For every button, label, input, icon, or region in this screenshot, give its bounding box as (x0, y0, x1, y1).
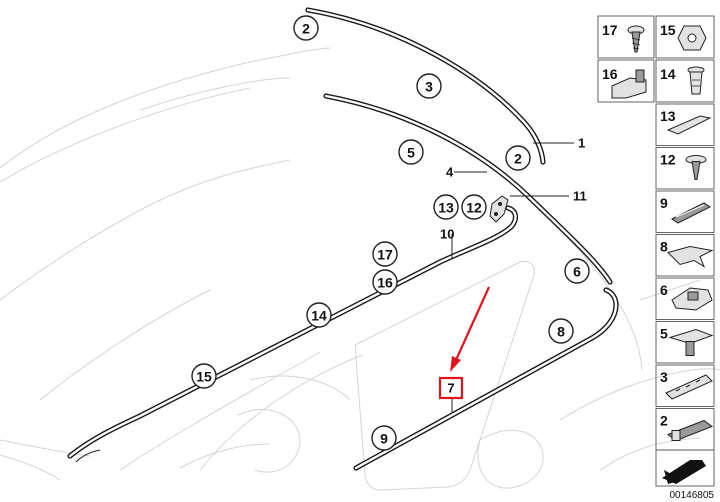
callout-circle (191, 363, 217, 389)
callout-number: 8 (557, 324, 565, 340)
callout-c-2-mid: 2 (505, 145, 531, 171)
part-label-l-4: 4 (446, 165, 454, 180)
leader-lines (451, 142, 574, 412)
callout-c-13: 13 (433, 194, 459, 220)
rail-clip-icon (665, 374, 713, 400)
trim-strip-side-window (67, 205, 519, 463)
plain-label-group: 1 4 11 10 (440, 136, 587, 242)
table-cell-label: 9 (660, 195, 668, 211)
part-label-l-1: 1 (578, 136, 585, 151)
table-cell-label: 6 (660, 282, 668, 298)
callout-c-14: 14 (306, 302, 332, 328)
highlighted-part-label: 7 (447, 381, 454, 396)
table-cell-label: 12 (660, 152, 676, 168)
callout-circle (548, 318, 574, 344)
callout-c-17: 17 (372, 241, 398, 267)
callout-c-6: 6 (564, 258, 590, 284)
trim-strip-upper-roof (305, 7, 546, 165)
callout-circle (372, 241, 398, 267)
table-cell-label: 15 (660, 22, 676, 38)
callout-circle (416, 73, 442, 99)
callout-circle (433, 194, 459, 220)
retainer-icon (671, 287, 713, 311)
callout-number: 2 (514, 151, 522, 167)
table-cell-label: 16 (602, 66, 618, 82)
callout-c-9: 9 (371, 425, 397, 451)
callout-c-2-top: 2 (293, 15, 319, 41)
table-cell (655, 190, 715, 233)
part-label-l-11: 11 (573, 189, 587, 204)
callout-c-15: 15 (191, 363, 217, 389)
table-cell (655, 277, 715, 320)
callout-circle (505, 145, 531, 171)
table-cell (655, 103, 715, 146)
callout-circle (461, 194, 487, 220)
anchor-clip-icon (668, 328, 714, 356)
highlight-arrow (450, 286, 491, 372)
parts-column: 13 12 9 8 6 5 3 2 (655, 103, 715, 451)
screw-icon (627, 25, 645, 53)
callout-circle (372, 269, 398, 295)
catalog-number: 00146805 (670, 490, 715, 501)
winged-clip-icon (667, 245, 714, 268)
table-cell (655, 321, 715, 364)
highlighted-part-7: 7 (438, 376, 464, 400)
table-cell (655, 364, 715, 407)
part-label-l-10: 10 (440, 227, 454, 242)
callout-number: 17 (377, 247, 393, 263)
callout-c-12: 12 (461, 194, 487, 220)
washer-screw-icon (685, 155, 707, 180)
table-cell (655, 147, 715, 190)
table-cell-label: 8 (660, 239, 668, 255)
table-cell-label: 2 (660, 413, 668, 429)
table-cell-label: 3 (660, 369, 668, 385)
trim-strip-rear-window (353, 287, 619, 471)
car-body-outline (0, 47, 720, 491)
foam-pad-icon (666, 115, 712, 135)
table-cell-label: 13 (660, 108, 676, 124)
table-cell-label: 17 (602, 22, 618, 38)
callout-number: 16 (377, 275, 393, 291)
callout-number: 9 (380, 431, 388, 447)
callout-c-5: 5 (398, 139, 424, 165)
trim-strip-roof-front (323, 93, 613, 285)
expanding-nut-icon (677, 25, 707, 51)
callout-number: 5 (407, 145, 415, 161)
strip-clip-icon (671, 202, 711, 224)
table-cell-label: 5 (660, 326, 668, 342)
callout-number: 3 (425, 79, 433, 95)
clip-bracket-icon (611, 69, 647, 99)
callout-number: 2 (302, 21, 310, 37)
arrow-pointer-icon (662, 460, 706, 484)
end-clip-icon (666, 419, 714, 442)
push-rivet-icon (687, 66, 705, 95)
table-cell (655, 234, 715, 277)
callout-circle (306, 302, 332, 328)
callout-number: 6 (573, 264, 581, 280)
callout-c-8: 8 (548, 318, 574, 344)
callout-number: 14 (311, 308, 327, 324)
callout-number: 13 (438, 200, 454, 216)
callout-number: 12 (466, 200, 482, 216)
callout-circle (398, 139, 424, 165)
callout-circle (564, 258, 590, 284)
table-cell-label: 14 (660, 66, 676, 82)
callout-c-16: 16 (372, 269, 398, 295)
bracket-part-11 (489, 195, 509, 223)
callout-circle (371, 425, 397, 451)
parts-table: 17 15 16 14 13 12 9 8 6 5 3 2 (597, 15, 715, 501)
callout-circle (293, 15, 319, 41)
callout-c-3: 3 (416, 73, 442, 99)
callout-number: 15 (196, 369, 212, 385)
